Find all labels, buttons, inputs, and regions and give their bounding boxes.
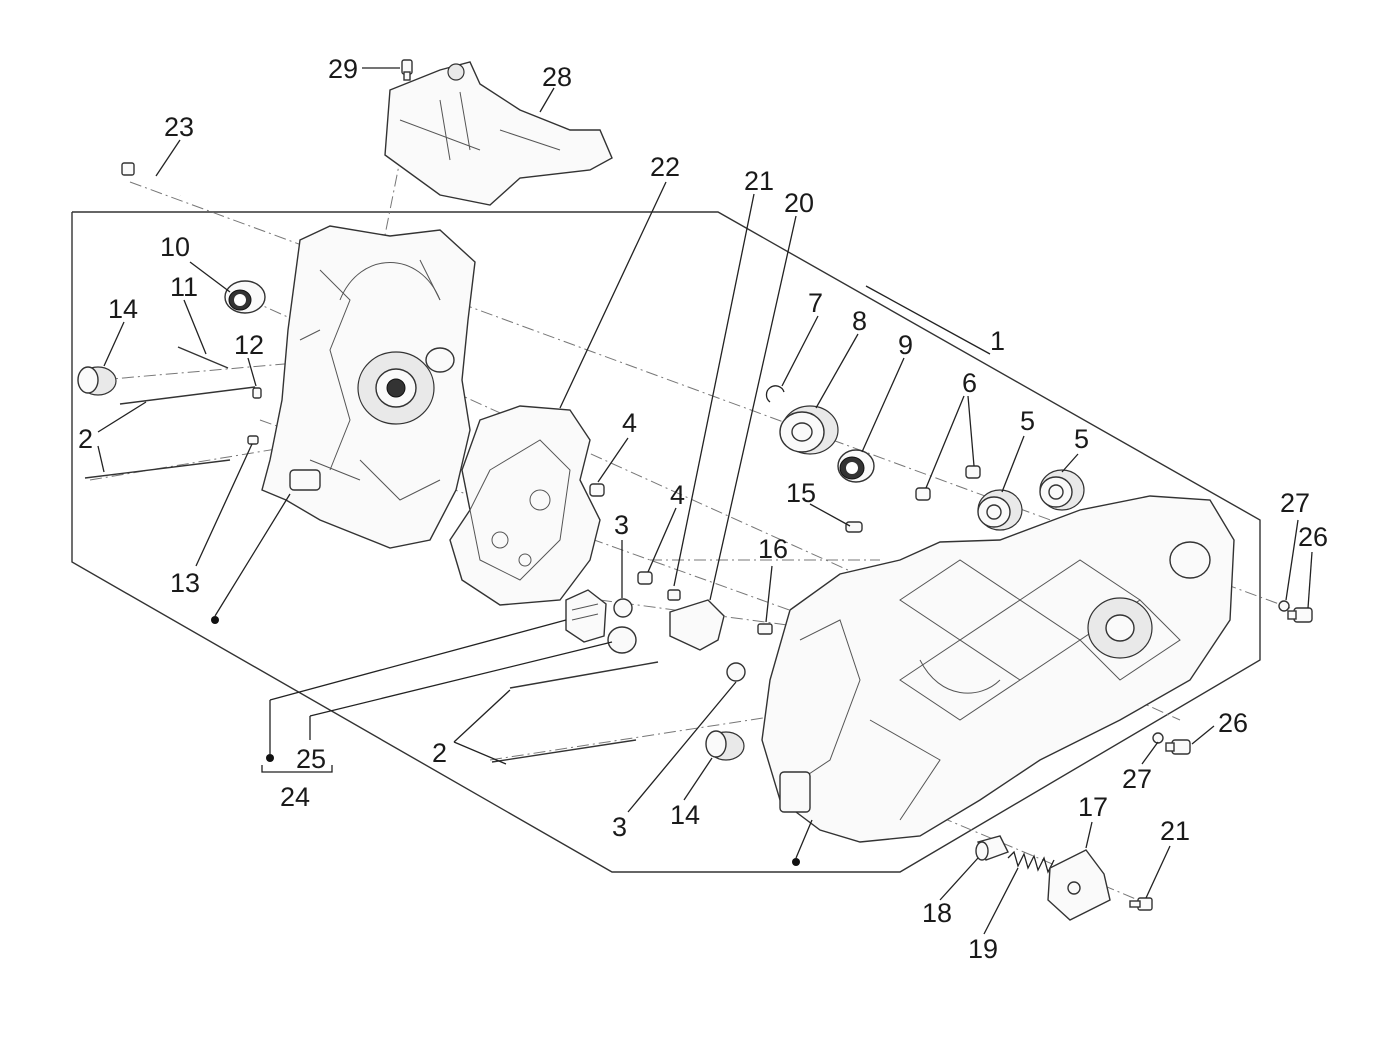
dowel-part-6-b (965, 465, 981, 479)
callout-10: 10 (160, 232, 190, 262)
callout-1: 1 (990, 326, 1005, 356)
callout-15: 15 (786, 478, 816, 508)
assembly-frame (71, 211, 1261, 873)
callout-27-bottom: 27 (1122, 764, 1152, 794)
callout-16: 16 (758, 534, 788, 564)
bearing-part-5-b (1039, 469, 1085, 511)
callout-28: 28 (542, 62, 572, 92)
circlip-part-7 (765, 385, 785, 403)
filter-part-24 (565, 589, 607, 643)
group-bracket (261, 765, 333, 773)
bushing-part-14-left (77, 366, 117, 396)
ref-dot-bottom (266, 754, 274, 762)
oring-part-3-b (726, 662, 746, 682)
callout-20: 20 (784, 188, 814, 218)
callout-labels: 29 28 23 22 21 20 10 11 14 12 7 8 9 1 6 … (78, 54, 1328, 964)
callout-27-top: 27 (1280, 488, 1310, 518)
bearing-part-8 (779, 405, 839, 455)
crankcase-left-half (261, 225, 476, 549)
studs-part-2-left (84, 386, 256, 479)
gasket-part-22 (449, 405, 601, 606)
plate-part-17 (1047, 849, 1111, 921)
oring-part-3-a (613, 598, 633, 618)
screw-part-21-b (1129, 897, 1153, 911)
spring-part-19 (1007, 850, 1055, 874)
ref-dot-right (792, 858, 800, 866)
callout-4-a: 4 (622, 408, 637, 438)
callout-26-top: 26 (1298, 522, 1328, 552)
callout-6: 6 (962, 368, 977, 398)
bracket-part-20 (669, 599, 725, 651)
pin-part-11 (177, 346, 229, 369)
callout-3-a: 3 (614, 510, 629, 540)
callout-2-bottom: 2 (432, 738, 447, 768)
crankcase-right-half (761, 495, 1235, 843)
ref-dot-left (211, 616, 219, 624)
leader-lines (97, 67, 1313, 935)
bolt-part-23 (121, 162, 181, 198)
callout-3-b: 3 (612, 812, 627, 842)
dowel-part-6-a (915, 487, 931, 501)
callout-8: 8 (852, 306, 867, 336)
callout-4-b: 4 (670, 480, 685, 510)
screw-part-16 (757, 623, 773, 635)
callout-11: 11 (170, 272, 198, 302)
dowel-part-4-b (637, 571, 653, 585)
dowel-part-12 (252, 387, 262, 399)
dowel-part-4-a (589, 483, 605, 497)
bushing-part-14-right (705, 730, 745, 761)
studs-part-2-lower (491, 661, 659, 763)
seal-part-9 (837, 449, 875, 483)
callout-26-bottom: 26 (1218, 708, 1248, 738)
callout-14-left: 14 (108, 294, 138, 324)
callout-14-right: 14 (670, 800, 700, 830)
pin-part-18 (975, 835, 1009, 861)
callout-9: 9 (898, 330, 913, 360)
callout-22: 22 (650, 152, 680, 182)
plug-part-15 (845, 521, 863, 533)
bolt-part-26-b (1165, 739, 1191, 755)
callout-13: 13 (170, 568, 200, 598)
callout-24: 24 (280, 782, 310, 812)
callout-21-bottom: 21 (1160, 816, 1190, 846)
washer-part-27-a (1278, 600, 1290, 612)
screw-part-29 (401, 59, 413, 81)
callout-12: 12 (234, 330, 264, 360)
screw-part-21-a (667, 589, 681, 601)
callout-21-top: 21 (744, 166, 774, 196)
callout-18: 18 (922, 898, 952, 928)
callout-25: 25 (296, 744, 326, 774)
dowel-part-13 (247, 435, 259, 445)
callout-5-b: 5 (1074, 424, 1089, 454)
bolt-part-26-a (1287, 607, 1313, 623)
callout-7: 7 (808, 288, 823, 318)
oring-part-25 (607, 626, 637, 654)
cover-part-28 (384, 61, 613, 206)
callout-19: 19 (968, 934, 998, 964)
callout-23: 23 (164, 112, 194, 142)
bearing-part-5-a (977, 489, 1023, 531)
callout-29: 29 (328, 54, 358, 84)
callout-5-a: 5 (1020, 406, 1035, 436)
callout-2-left: 2 (78, 424, 93, 454)
washer-part-27-b (1152, 732, 1164, 744)
callout-17: 17 (1078, 792, 1108, 822)
oil-seal-part-10 (224, 280, 266, 314)
